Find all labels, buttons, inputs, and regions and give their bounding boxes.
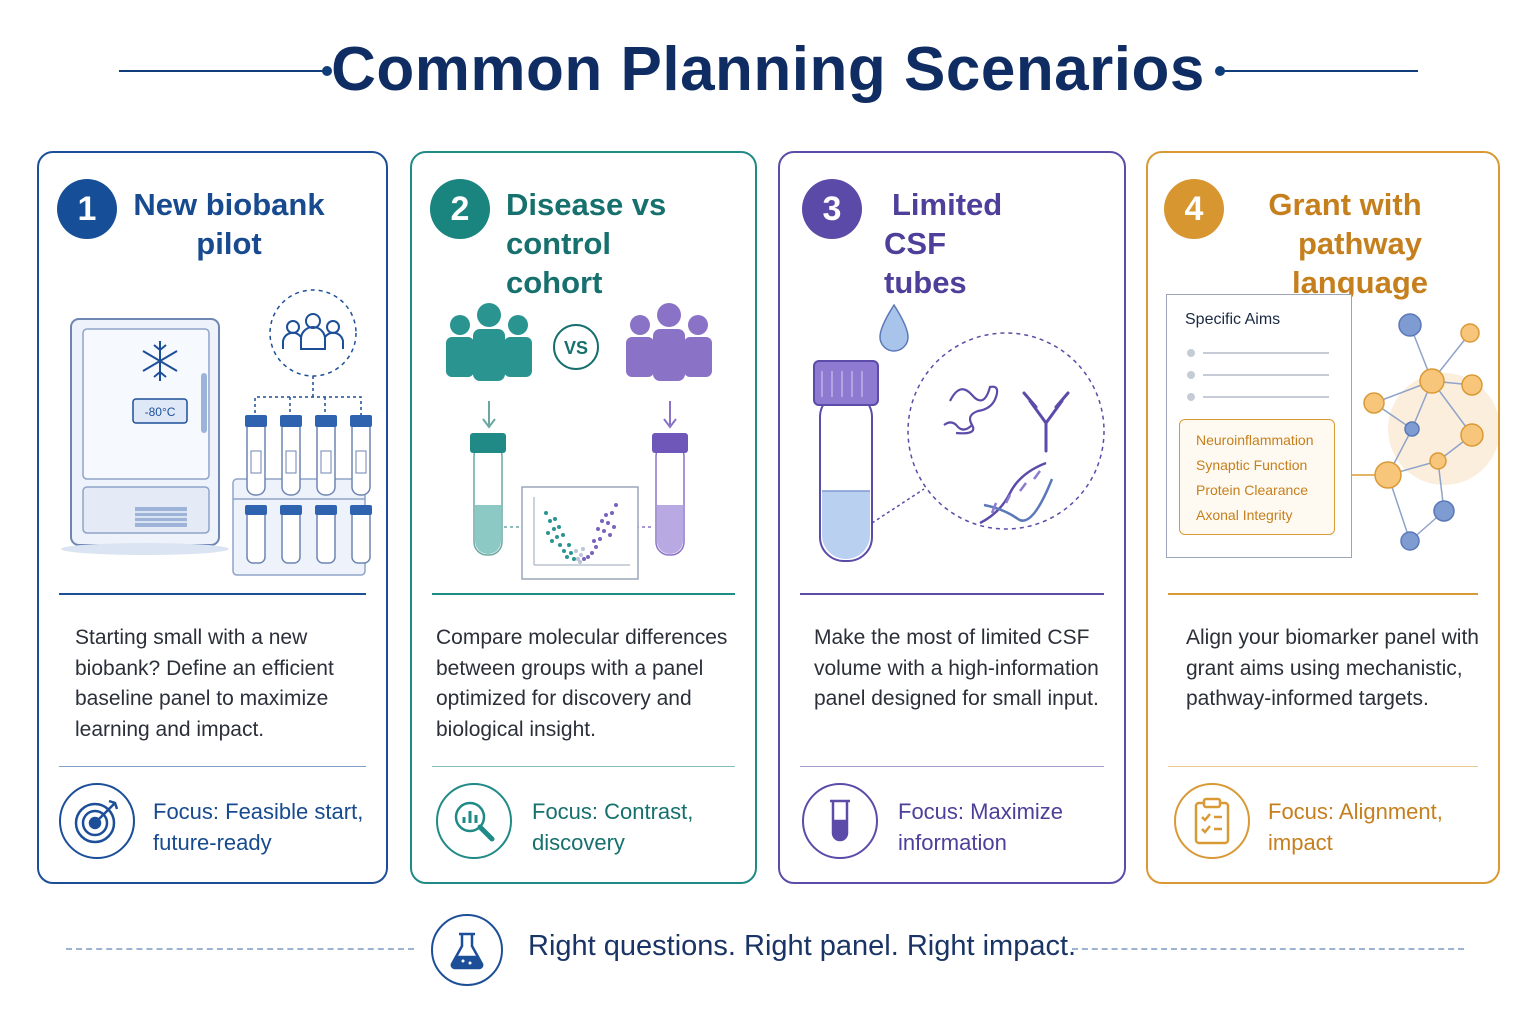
pathway-item: Protein Clearance [1196, 482, 1309, 498]
card-divider [59, 766, 366, 767]
card-title-line-2: CSF tubes [884, 226, 967, 300]
pathway-item: Neuroinflammation [1196, 432, 1314, 448]
card-title-line-2: pilot [196, 226, 262, 261]
focus-line-2: future-ready [153, 829, 272, 855]
footer-left-rule [66, 948, 414, 950]
test-tube-icon [802, 783, 878, 859]
title-row: Common Planning Scenarios [0, 30, 1536, 114]
pathway-box: Neuroinflammation Synaptic Function Prot… [1179, 419, 1335, 535]
card-title: Disease vs control cohort [506, 185, 716, 302]
step-badge-4: 4 [1164, 179, 1224, 239]
doc-heading: Specific Aims [1185, 311, 1281, 328]
focus-line-1: Focus: Contrast, [532, 799, 694, 824]
card-divider [1168, 593, 1478, 595]
volcano-plot-icon [521, 486, 639, 580]
card-title: New biobank pilot [129, 185, 329, 263]
doc-bullet-line [1187, 393, 1195, 401]
card-title-line-2: pathway language [1291, 226, 1429, 300]
pathway-item: Axonal Integrity [1196, 507, 1293, 523]
protein-icon [943, 385, 999, 435]
molecule-circle [907, 332, 1105, 530]
card-divider [1168, 766, 1478, 767]
focus-label: Focus: Contrast, discovery [532, 797, 693, 858]
flask-icon [431, 914, 503, 986]
focus-line-2: discovery [532, 829, 625, 855]
card-divider [800, 593, 1104, 595]
aims-document: Specific Aims Neuroinflammation Synaptic… [1166, 294, 1352, 558]
doc-bullet-line [1187, 371, 1195, 379]
footer-tagline: Right questions. Right panel. Right impa… [528, 930, 1077, 962]
pathway-item: Synaptic Function [1196, 457, 1308, 473]
card-title: Grant with pathway language [1232, 185, 1488, 302]
vs-label: VS [564, 338, 588, 358]
target-icon [59, 783, 135, 859]
title-left-rule [119, 70, 327, 72]
card-divider [800, 766, 1104, 767]
focus-label: Focus: Feasible start, future-ready [153, 797, 363, 858]
card-description: Compare molecular differences between gr… [436, 626, 728, 741]
step-badge-1: 1 [57, 179, 117, 239]
scenario-card-disease-vs-control: 2 Disease vs control cohort VS [410, 151, 757, 884]
antibody-icon [1022, 391, 1070, 453]
card-description: Starting small with a new biobank? Defin… [75, 626, 334, 741]
freezer-temp-readout: -80°C [145, 405, 176, 419]
scenario-card-grant-pathway: 4 Grant with pathway language Specific A… [1146, 151, 1500, 884]
footer-right-rule [1072, 948, 1464, 950]
title-left-dot [322, 66, 332, 76]
biobank-freezer-illustration: -80°C [61, 289, 372, 576]
snowflake-icon [142, 341, 178, 381]
people-icon [282, 313, 344, 350]
doc-bullet-line [1203, 396, 1329, 398]
clipboard-check-icon [1174, 783, 1250, 859]
vs-badge [553, 324, 599, 370]
magnifier-chart-icon [436, 783, 512, 859]
title-right-rule [1222, 70, 1418, 72]
focus-line-2: information [898, 829, 1007, 855]
card-description: Make the most of limited CSF volume with… [814, 626, 1099, 710]
focus-line-1: Focus: Maximize [898, 799, 1064, 824]
scenario-card-limited-csf: 3 Limited CSF tubes [778, 151, 1126, 884]
control-group-icon [626, 303, 712, 381]
card-title-line-1: New biobank [133, 187, 325, 222]
dna-icon [979, 461, 1054, 525]
card-title-line-2: control cohort [506, 226, 612, 300]
card-divider [432, 593, 735, 595]
focus-line-1: Focus: Alignment, [1268, 799, 1443, 824]
cohort-comparison-illustration: VS [446, 303, 712, 580]
card-title-line-1: Limited [892, 187, 1003, 222]
step-badge-3: 3 [802, 179, 862, 239]
scenario-card-new-biobank: 1 New biobank pilot -80°C [37, 151, 388, 884]
doc-bullet-line [1203, 352, 1329, 354]
card-description: Align your biomarker panel with grant ai… [1186, 626, 1479, 710]
tube-rack-icon [232, 415, 372, 576]
focus-label: Focus: Alignment, impact [1268, 797, 1443, 858]
csf-tube-icon [813, 360, 879, 562]
pathway-network-illustration [1352, 313, 1498, 551]
step-badge-2: 2 [430, 179, 490, 239]
disease-group-icon [446, 303, 532, 381]
card-divider [59, 593, 366, 595]
card-divider [432, 766, 735, 767]
droplet-icon [879, 303, 909, 352]
freezer-icon: -80°C [61, 318, 229, 555]
focus-line-1: Focus: Feasible start, [153, 799, 364, 824]
control-tube-icon [652, 433, 688, 556]
disease-tube-icon [470, 433, 506, 556]
doc-bullet-line [1203, 374, 1329, 376]
card-title: Limited CSF tubes [884, 185, 1034, 302]
csf-tube-illustration [813, 303, 1105, 562]
title-right-dot [1215, 66, 1225, 76]
page-title: Common Planning Scenarios [331, 35, 1205, 104]
card-title-line-1: Grant with [1268, 187, 1422, 222]
focus-label: Focus: Maximize information [898, 797, 1063, 858]
cohort-circle [269, 289, 357, 377]
focus-line-2: impact [1268, 829, 1333, 855]
doc-bullet-line [1187, 349, 1195, 357]
card-title-line-1: Disease vs [506, 187, 667, 222]
